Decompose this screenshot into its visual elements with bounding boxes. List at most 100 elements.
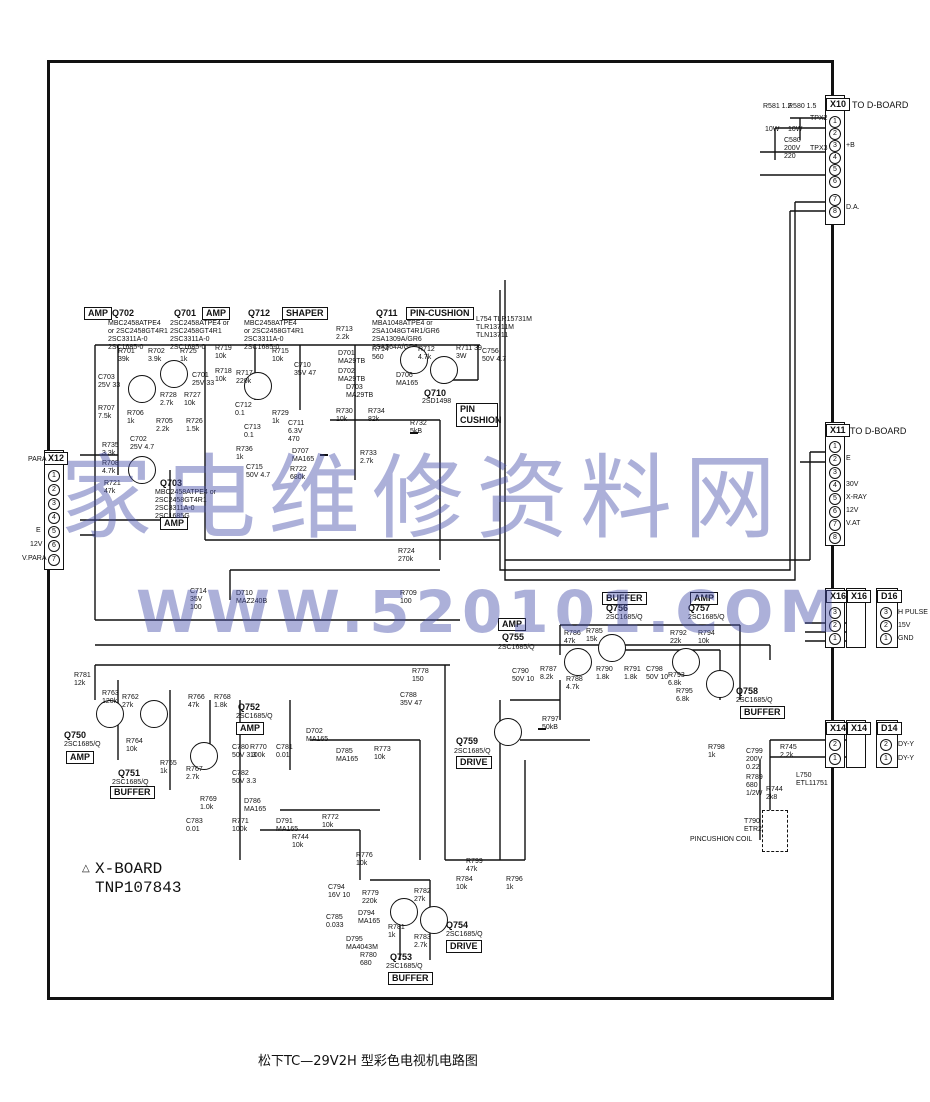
da-label: D.A. — [846, 204, 860, 211]
d14-pin-2: 2 — [880, 739, 892, 751]
stage-parts-q710: 2SD1498 — [422, 398, 452, 405]
x10-pin-7: 7 — [829, 194, 841, 206]
pincushion-coil — [762, 810, 788, 852]
part-c714: C714 35V 100 — [190, 588, 207, 611]
stage-ref-q759: Q759 — [456, 736, 479, 746]
stage-tag-q756: BUFFER — [602, 592, 647, 605]
part-c782: C782 50V 3.3 — [232, 770, 257, 785]
adj-key-stone[interactable] — [538, 728, 546, 730]
part-d702-bottom: D702 MA165 — [306, 728, 329, 743]
part-r707: R707 7.5k — [98, 405, 115, 420]
part-r719: R719 10k — [215, 345, 232, 360]
part-c715: C715 50V 4.7 — [246, 464, 271, 479]
d14-pin-1: 1 — [880, 753, 892, 765]
stage-tag-q750: AMP — [66, 751, 94, 764]
connector-x10-destination: TO D-BOARD — [852, 100, 909, 110]
stage-ref-q750: Q750 — [64, 730, 87, 740]
pincushion-coil-label: PINCUSHION COIL — [690, 836, 753, 843]
stage-parts-q702: MBC2458ATPE4 or 2SC2458GT4R1 2SC3311A-0 … — [108, 320, 168, 351]
connector-x14-name: X14 — [826, 722, 851, 735]
x10-pin-5: 5 — [829, 164, 841, 176]
stage-parts-q711: MBA1048ATPE4 or 2SA1048GT4R1/GR6 2SA1309… — [372, 320, 440, 351]
part-c703: C703 25V 33 — [98, 374, 121, 389]
stage-ref-q710: Q710 — [424, 388, 447, 398]
part-r792: R792 22k — [670, 630, 687, 645]
part-r715: R715 10k — [272, 348, 289, 363]
part-r705: R705 2.2k — [156, 418, 173, 433]
part-l754: L754 TLR15731M TLR13711M TLN13711 — [476, 316, 532, 339]
stage-tag-q759: DRIVE — [456, 756, 492, 769]
x11-pin-4: 4 — [829, 480, 841, 492]
x11-pin-1: 1 — [829, 441, 841, 453]
transistor-q759 — [494, 718, 522, 746]
part-d791: D791 MA165 — [276, 818, 299, 833]
stage-ref-q753: Q753 — [390, 952, 413, 962]
x12-pin-4: 4 — [48, 512, 60, 524]
part-r722: R722 680k — [290, 466, 307, 481]
d16-pin-1: 1 — [880, 633, 892, 645]
part-r735: R735 3.3k — [102, 442, 119, 457]
x12-signal-12v: 12V — [30, 541, 43, 548]
stage-tag-q710: PIN CUSHION — [456, 403, 502, 427]
part-c702: C702 25V 4.7 — [130, 436, 155, 451]
stage-tag-q751: BUFFER — [110, 786, 155, 799]
adj-h-width[interactable] — [410, 432, 418, 434]
x10-pin-2: 2 — [829, 128, 841, 140]
part-r724: R724 270k — [398, 548, 415, 563]
x11-signal-e: E — [846, 455, 851, 462]
part-r730: R730 10k — [336, 408, 353, 423]
part-r781-bottom: R781 1k — [388, 924, 405, 939]
part-r787: R787 8.2k — [540, 666, 557, 681]
stage-ref-q754: Q754 — [446, 920, 469, 930]
part-r711: R711 39 3W — [456, 345, 482, 360]
x12-signal-para: PARA — [28, 456, 47, 463]
part-d701: D701 MA29TB — [338, 350, 366, 365]
part-r744-mid: R744 2k8 — [766, 786, 783, 801]
part-r765: R765 1k — [160, 760, 177, 775]
part-l750: L750 ETL11751 — [796, 772, 828, 787]
part-r745: R745 2.2k — [780, 744, 797, 759]
adj-v-para[interactable] — [320, 454, 328, 456]
part-c713: C713 0.1 — [244, 424, 261, 439]
stage-parts-q758: 2SC1685/Q — [736, 697, 773, 704]
stage-ref-q703: Q703 — [160, 478, 183, 488]
part-r794: R794 10k — [698, 630, 715, 645]
part-d703: D703 MA29TB — [346, 384, 374, 399]
part-d702: D702 MA29TB — [338, 368, 366, 383]
part-r780: R780 680 — [360, 952, 377, 967]
part-r795: R795 6.8k — [676, 688, 693, 703]
part-r789: R789 680 1/2W — [746, 774, 763, 797]
transistor-q752 — [190, 742, 218, 770]
part-c701: C701 25V 33 — [192, 372, 215, 387]
stage-parts-q752: 2SC1685/Q — [236, 713, 273, 720]
part-d795: D795 MA4043M — [346, 936, 378, 951]
stage-tag-q702: AMP — [84, 307, 112, 320]
board-title: X-BOARD TNP107843 — [95, 860, 181, 898]
x16-pin-1: 1 — [829, 633, 841, 645]
part-r770: R770 100k — [250, 744, 267, 759]
transistor-q756 — [598, 634, 626, 662]
part-r769: R769 1.0k — [200, 796, 217, 811]
stage-ref-q758: Q758 — [736, 686, 759, 696]
part-r709: R709 100 — [400, 590, 417, 605]
connector-x10-name: X10 — [826, 98, 851, 111]
stage-parts-q750: 2SC1685/Q — [64, 741, 101, 748]
part-r782: R782 27k — [414, 888, 431, 903]
x12-pin-3: 3 — [48, 498, 60, 510]
x11-signal-12v: 12V — [846, 507, 859, 514]
part-r725: R725 1k — [180, 348, 197, 363]
r580-label: R580 1.5 — [788, 103, 817, 110]
stage-parts-q756: 2SC1685/Q — [606, 614, 643, 621]
x11-signal-30v: 30V — [846, 481, 859, 488]
part-r736: R736 1k — [236, 446, 253, 461]
part-c710: C710 35V 47 — [294, 362, 317, 377]
x10-pin-8: 8 — [829, 206, 841, 218]
x14-pin-2: 2 — [829, 739, 841, 751]
part-c781: C781 0.01 — [276, 744, 293, 759]
transistor-q755 — [564, 648, 592, 676]
part-c785: C785 0.033 — [326, 914, 344, 929]
part-r768: R768 1.8k — [214, 694, 231, 709]
connector-x11-name: X11 — [826, 424, 850, 437]
transistor-q750 — [96, 700, 124, 728]
stage-parts-q753: 2SC1685/Q — [386, 963, 423, 970]
